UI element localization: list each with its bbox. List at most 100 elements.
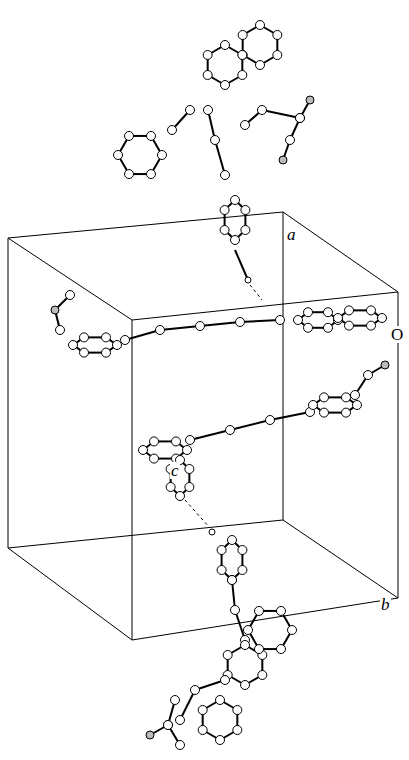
atom	[221, 41, 230, 50]
atom	[216, 736, 225, 745]
atom	[255, 606, 264, 615]
atom	[139, 446, 148, 455]
bond	[180, 690, 195, 720]
atom	[223, 651, 232, 660]
atom	[186, 106, 195, 115]
atom	[125, 170, 134, 179]
atom	[353, 401, 362, 410]
atom	[51, 306, 59, 314]
atom	[286, 136, 295, 145]
atom	[277, 606, 286, 615]
atom	[172, 437, 181, 446]
atom	[228, 576, 237, 585]
atom	[258, 106, 267, 115]
origin-label: O	[390, 326, 404, 343]
atom	[320, 393, 329, 402]
atom	[226, 426, 235, 435]
atom	[241, 226, 250, 235]
atom	[228, 576, 237, 585]
atom	[221, 81, 230, 90]
atom	[56, 326, 65, 335]
atom	[198, 706, 207, 715]
atom	[245, 277, 251, 283]
atom	[211, 136, 220, 145]
atom	[191, 686, 200, 695]
atom	[273, 51, 282, 60]
atom	[304, 308, 313, 317]
atom	[334, 314, 343, 323]
atom	[304, 323, 313, 332]
atom	[150, 437, 159, 446]
atom	[69, 341, 78, 350]
atom	[186, 436, 195, 445]
axis-label: b	[380, 596, 391, 613]
atom	[220, 226, 229, 235]
atom	[147, 170, 156, 179]
atom	[125, 131, 134, 140]
atom	[66, 291, 75, 300]
atom	[176, 492, 185, 501]
atom	[216, 696, 225, 705]
atom	[102, 333, 111, 342]
atom	[121, 336, 130, 345]
atom	[367, 306, 376, 315]
atom	[238, 31, 247, 40]
atom	[238, 51, 247, 60]
atom	[114, 151, 123, 160]
atom	[233, 706, 242, 715]
atom	[345, 321, 354, 330]
atom	[238, 566, 247, 575]
bond	[235, 250, 248, 280]
atom	[258, 671, 267, 680]
atom	[158, 151, 167, 160]
atom	[231, 196, 240, 205]
atom	[345, 306, 354, 315]
atom	[164, 721, 173, 730]
atom	[80, 348, 89, 357]
atom	[80, 333, 89, 342]
atom	[342, 408, 351, 417]
atom	[203, 71, 212, 80]
atom	[244, 626, 253, 635]
atom	[231, 236, 240, 245]
atom	[176, 741, 185, 750]
atom	[342, 393, 351, 402]
bond	[262, 110, 300, 118]
bond	[270, 412, 310, 420]
atom	[238, 51, 247, 60]
atom	[146, 731, 154, 739]
bond	[190, 430, 230, 440]
atom	[203, 51, 212, 60]
atom	[378, 314, 387, 323]
atom	[241, 206, 250, 215]
atom	[279, 156, 287, 164]
unit-cell	[8, 212, 398, 640]
atom	[164, 721, 173, 730]
atom	[113, 341, 122, 350]
atom	[231, 606, 240, 615]
atom	[236, 318, 245, 327]
bond	[215, 140, 225, 175]
atom	[296, 114, 305, 123]
atom	[256, 61, 265, 70]
atom	[176, 716, 185, 725]
atom	[324, 308, 333, 317]
atom	[221, 676, 230, 685]
atom	[102, 348, 111, 357]
atom	[166, 483, 175, 492]
atom	[204, 106, 213, 115]
atom	[217, 566, 226, 575]
hydrogen-bond	[185, 500, 210, 528]
atom	[233, 726, 242, 735]
atom	[209, 529, 215, 535]
atom	[217, 546, 226, 555]
axis-label: a	[286, 226, 297, 243]
bond	[240, 320, 280, 322]
molecules	[51, 21, 389, 750]
atom	[196, 322, 205, 331]
atom	[171, 696, 180, 705]
atom	[294, 316, 303, 325]
atom	[296, 114, 305, 123]
atom	[256, 21, 265, 30]
atom	[198, 726, 207, 735]
